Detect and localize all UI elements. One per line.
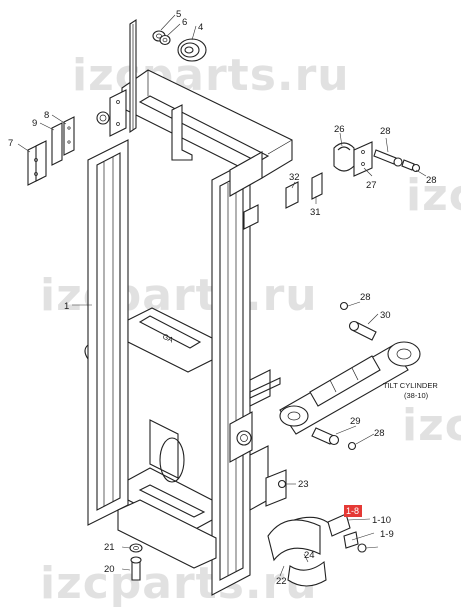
label-part-24[interactable]: 24 (304, 550, 315, 561)
label-part-23[interactable]: 23 (298, 479, 309, 490)
label-part-27[interactable]: 27 (366, 180, 377, 191)
outer-mast: GA (84, 18, 293, 596)
part-26-27-bracket (333, 141, 373, 177)
label-part-9[interactable]: 9 (32, 118, 37, 129)
label-part-22[interactable]: 22 (276, 576, 287, 587)
svg-text:GA: GA (161, 332, 175, 345)
part-30-pin (339, 301, 377, 341)
label-part-20[interactable]: 20 (104, 564, 115, 575)
tilt-cylinder (279, 341, 421, 435)
label-part-29[interactable]: 29 (350, 416, 361, 427)
watermark-top: izcparts.ru (72, 50, 350, 101)
watermark-right: izc (402, 400, 461, 451)
part-5-6-washers (152, 30, 171, 46)
parts-7-8-9-plates (27, 116, 75, 186)
label-part-32[interactable]: 32 (289, 172, 300, 183)
leader-lines (17, 14, 427, 577)
part-labels: 1 4 5 6 7 8 9 26 27 28 28 32 31 28 30 TI… (8, 9, 438, 587)
highlight-part-1-8 (344, 505, 362, 517)
label-part-26[interactable]: 26 (334, 124, 345, 135)
part-28-bolts-upper (373, 149, 421, 173)
label-part-28-cyl-bottom[interactable]: 28 (374, 428, 385, 439)
part-29-pin (311, 427, 357, 451)
label-part-4[interactable]: 4 (198, 22, 203, 33)
label-tilt-cylinder[interactable]: TILT CYLINDER (383, 381, 438, 390)
label-part-30[interactable]: 30 (380, 310, 391, 321)
label-part-1-8[interactable]: 1-8 (346, 506, 359, 516)
part-20-21-bolt (129, 543, 143, 581)
watermark-bottom: izcparts.ru (40, 558, 318, 607)
part-22-24-cap (267, 516, 335, 587)
part-1-8-1-9-1-10 (327, 513, 367, 553)
label-part-21[interactable]: 21 (104, 542, 115, 553)
label-part-28-cyl-top[interactable]: 28 (360, 292, 371, 303)
label-part-5[interactable]: 5 (176, 9, 181, 20)
watermark-right-top: izc (406, 170, 461, 221)
watermark-middle: izcparts.ru (40, 270, 318, 321)
label-part-28-upper[interactable]: 28 (380, 126, 391, 137)
label-part-6[interactable]: 6 (182, 17, 187, 28)
label-part-1-9[interactable]: 1-9 (380, 529, 394, 540)
label-tilt-cylinder-ref[interactable]: (38-10) (404, 391, 429, 400)
label-part-1[interactable]: 1 (64, 301, 69, 312)
part-23-bolt (277, 479, 287, 489)
label-part-8[interactable]: 8 (44, 110, 49, 121)
label-part-31[interactable]: 31 (310, 207, 321, 218)
label-part-7[interactable]: 7 (8, 138, 13, 149)
label-part-28-right[interactable]: 28 (426, 175, 437, 186)
part-4-bearing (177, 38, 207, 62)
parts-31-32-clips (243, 172, 323, 230)
label-part-1-10[interactable]: 1-10 (372, 515, 391, 526)
